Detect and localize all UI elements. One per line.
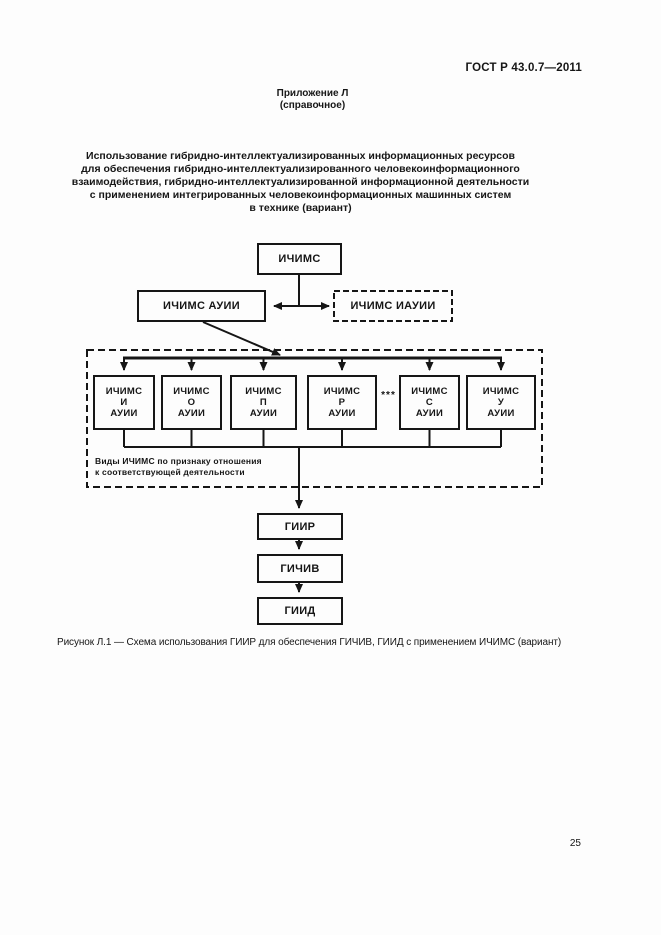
ellipsis-marker: ***	[381, 390, 396, 401]
appendix-heading: Приложение Л (справочное)	[0, 88, 625, 111]
heading-line: с применением интегрированных человекоин…	[89, 189, 512, 201]
heading-line: Использование гибридно-интеллектуализиро…	[86, 150, 515, 162]
typebox-line: АУИИ	[177, 408, 206, 419]
page-number: 25	[569, 838, 581, 849]
appendix-subtitle: (справочное)	[279, 99, 346, 111]
heading-line: в технике (вариант)	[249, 202, 352, 214]
figure-diagram: ИЧИМС ИЧИМС АУИИ ИЧИМС ИАУИИ ИЧИМС И АУИ…	[0, 240, 661, 640]
box-ichims-i-auii: ИЧИМС И АУИИ	[93, 375, 155, 430]
group-note: Виды ИЧИМС по признаку отношения к соотв…	[95, 456, 262, 477]
typebox-line: ИЧИМС	[482, 386, 520, 397]
box-ichims-iauii: ИЧИМС ИАУИИ	[350, 300, 436, 312]
box-ichims-p-auii: ИЧИМС П АУИИ	[230, 375, 297, 430]
box-ichims: ИЧИМС	[257, 243, 342, 275]
typebox-line: АУИИ	[487, 408, 515, 419]
typebox-line: У	[497, 397, 505, 408]
typebox-line: С	[425, 397, 434, 408]
box-ichims-r-auii: ИЧИМС Р АУИИ	[307, 375, 377, 430]
box-giir: ГИИР	[257, 513, 343, 540]
figure-caption: Рисунок Л.1 — Схема использования ГИИР д…	[57, 637, 562, 648]
typebox-line: О	[187, 397, 196, 408]
typebox-line: И	[120, 397, 128, 408]
section-heading: Использование гибридно-интеллектуализиро…	[0, 150, 601, 215]
group-note-line: к соответствующей деятельности	[95, 466, 245, 477]
typebox-line: ИЧИМС	[411, 386, 448, 397]
typebox-line: ИЧИМС	[173, 386, 210, 397]
typebox-line: ИЧИМС	[323, 386, 361, 397]
typebox-line: ИЧИМС	[245, 386, 282, 397]
box-ichims-auii: ИЧИМС АУИИ	[137, 290, 266, 322]
typebox-line: П	[259, 397, 268, 408]
box-ichims-s-auii: ИЧИМС С АУИИ	[399, 375, 460, 430]
appendix-title: Приложение Л	[276, 88, 349, 99]
group-note-line: Виды ИЧИМС по признаку отношения	[95, 456, 262, 466]
typebox-line: Р	[338, 397, 346, 408]
heading-line: для обеспечения гибридно-интеллектуализи…	[81, 163, 520, 175]
typebox-line: АУИИ	[249, 408, 278, 419]
typebox-line: ИЧИМС	[105, 386, 143, 397]
document-code: ГОСТ Р 43.0.7—2011	[465, 62, 582, 74]
box-gichiv: ГИЧИВ	[257, 554, 343, 583]
box-ichims-u-auii: ИЧИМС У АУИИ	[466, 375, 536, 430]
typebox-line: АУИИ	[328, 408, 356, 419]
box-ichims-o-auii: ИЧИМС О АУИИ	[161, 375, 222, 430]
typebox-line: АУИИ	[110, 408, 138, 419]
box-giid: ГИИД	[257, 597, 343, 625]
heading-line: взаимодействия, гибридно-интеллектуализи…	[71, 176, 530, 188]
typebox-line: АУИИ	[415, 408, 444, 419]
